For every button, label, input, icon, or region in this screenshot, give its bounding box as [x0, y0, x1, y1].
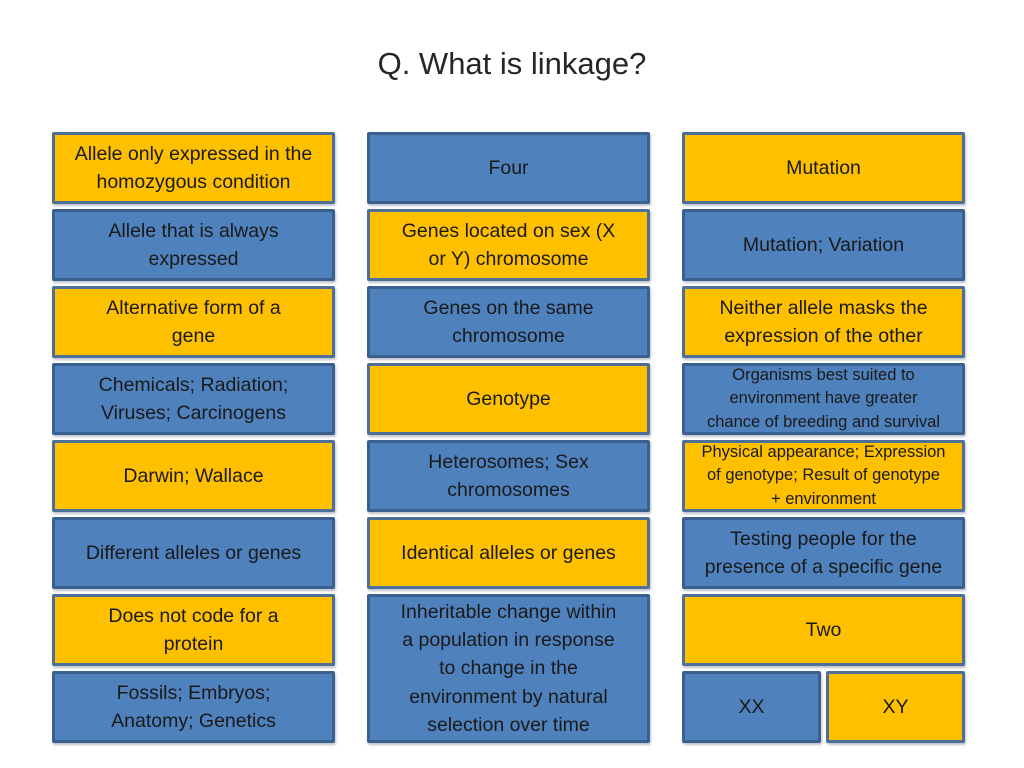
card-genes-on-sex-chromosome: Genes located on sex (X or Y) chromosome [367, 209, 650, 281]
card-inheritable-change: Inheritable change within a population i… [367, 594, 650, 743]
card-label: Testing people for the presence of a spe… [704, 527, 943, 578]
card-allele-only-homozygous: Allele only expressed in the homozygous … [52, 132, 335, 204]
card-label: Mutation [786, 156, 861, 179]
card-four: Four [367, 132, 650, 204]
card-heterosomes: Heterosomes; Sex chromosomes [367, 440, 650, 512]
card-two: Two [682, 594, 965, 666]
card-alternative-form-of-gene: Alternative form of a gene [52, 286, 335, 358]
card-darwin-wallace: Darwin; Wallace [52, 440, 335, 512]
card-label: Allele only expressed in the homozygous … [74, 142, 313, 193]
card-does-not-code-for-protein: Does not code for a protein [52, 594, 335, 666]
card-label: Does not code for a protein [108, 604, 279, 655]
card-label: Genotype [466, 387, 551, 410]
page-title: Q. What is linkage? [377, 46, 647, 81]
card-fossils-embryos: Fossils; Embryos; Anatomy; Genetics [52, 671, 335, 743]
card-organisms-best-suited: Organisms best suited to environment hav… [682, 363, 965, 435]
card-genotype: Genotype [367, 363, 650, 435]
card-label: Allele that is always expressed [108, 219, 279, 270]
card-label: Organisms best suited to environment hav… [707, 365, 940, 431]
card-label: Chemicals; Radiation; Viruses; Carcinoge… [98, 373, 289, 424]
card-label: XX [738, 695, 765, 718]
column-left: Allele only expressed in the homozygous … [52, 132, 335, 743]
card-neither-allele-masks: Neither allele masks the expression of t… [682, 286, 965, 358]
card-testing-people: Testing people for the presence of a spe… [682, 517, 965, 589]
card-label: Identical alleles or genes [401, 541, 616, 564]
card-label: Physical appearance; Expression of genot… [701, 442, 946, 508]
card-label: Darwin; Wallace [123, 464, 264, 487]
card-label: Four [488, 156, 529, 179]
card-identical-alleles-or-genes: Identical alleles or genes [367, 517, 650, 589]
card-mutation: Mutation [682, 132, 965, 204]
card-physical-appearance: Physical appearance; Expression of genot… [682, 440, 965, 512]
card-label: Heterosomes; Sex chromosomes [428, 450, 589, 501]
card-genes-same-chromosome: Genes on the same chromosome [367, 286, 650, 358]
card-label: Alternative form of a gene [106, 296, 281, 347]
column-right: Mutation Mutation; Variation Neither all… [682, 132, 965, 743]
card-label: Neither allele masks the expression of t… [719, 296, 928, 347]
card-different-alleles-or-genes: Different alleles or genes [52, 517, 335, 589]
column-middle: Four Genes located on sex (X or Y) chrom… [367, 132, 650, 743]
card-mutation-variation: Mutation; Variation [682, 209, 965, 281]
card-label: Mutation; Variation [742, 233, 905, 256]
card-label: Genes located on sex (X or Y) chromosome [401, 219, 616, 270]
card-xy: XY [826, 671, 965, 743]
card-label: Fossils; Embryos; Anatomy; Genetics [111, 681, 276, 732]
card-label: Genes on the same chromosome [423, 296, 594, 347]
card-allele-always-expressed: Allele that is always expressed [52, 209, 335, 281]
card-label: XY [882, 695, 909, 718]
card-xx: XX [682, 671, 821, 743]
card-chemicals-radiation: Chemicals; Radiation; Viruses; Carcinoge… [52, 363, 335, 435]
card-label: Two [805, 618, 842, 641]
card-label: Inheritable change within a population i… [400, 600, 617, 736]
xx-xy-row: XX XY [682, 671, 965, 743]
card-label: Different alleles or genes [85, 541, 302, 564]
